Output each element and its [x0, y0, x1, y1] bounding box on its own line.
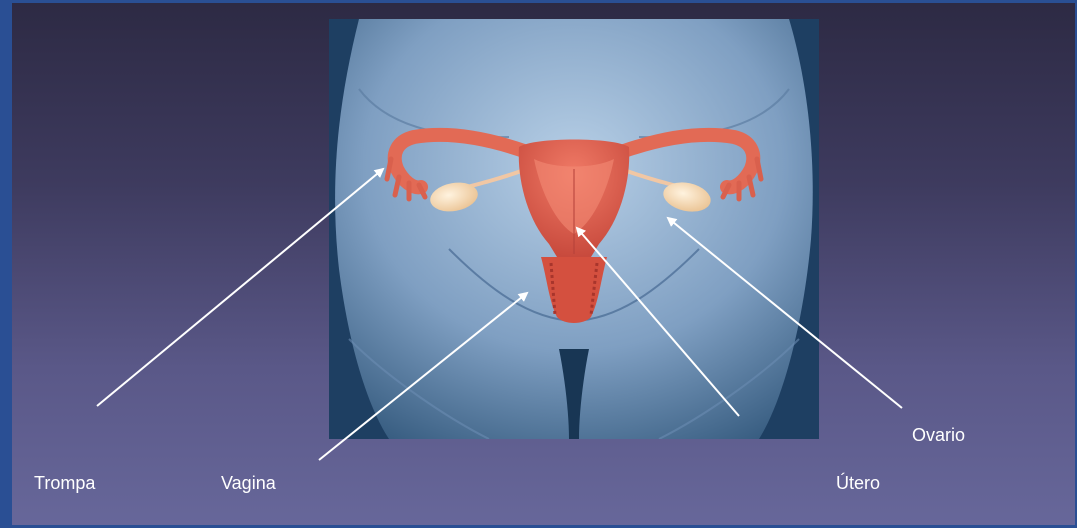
label-utero: Útero	[836, 473, 880, 493]
label-vagina: Vagina	[221, 473, 276, 493]
label-ovario: Ovario	[912, 425, 965, 445]
arrow-trompa	[97, 169, 383, 406]
slide-background: Trompa Vagina Útero Ovario	[12, 3, 1075, 525]
arrow-vagina	[319, 293, 527, 460]
label-trompa: Trompa	[34, 473, 95, 493]
label-arrows	[12, 3, 1075, 525]
arrow-ovario	[668, 218, 902, 408]
